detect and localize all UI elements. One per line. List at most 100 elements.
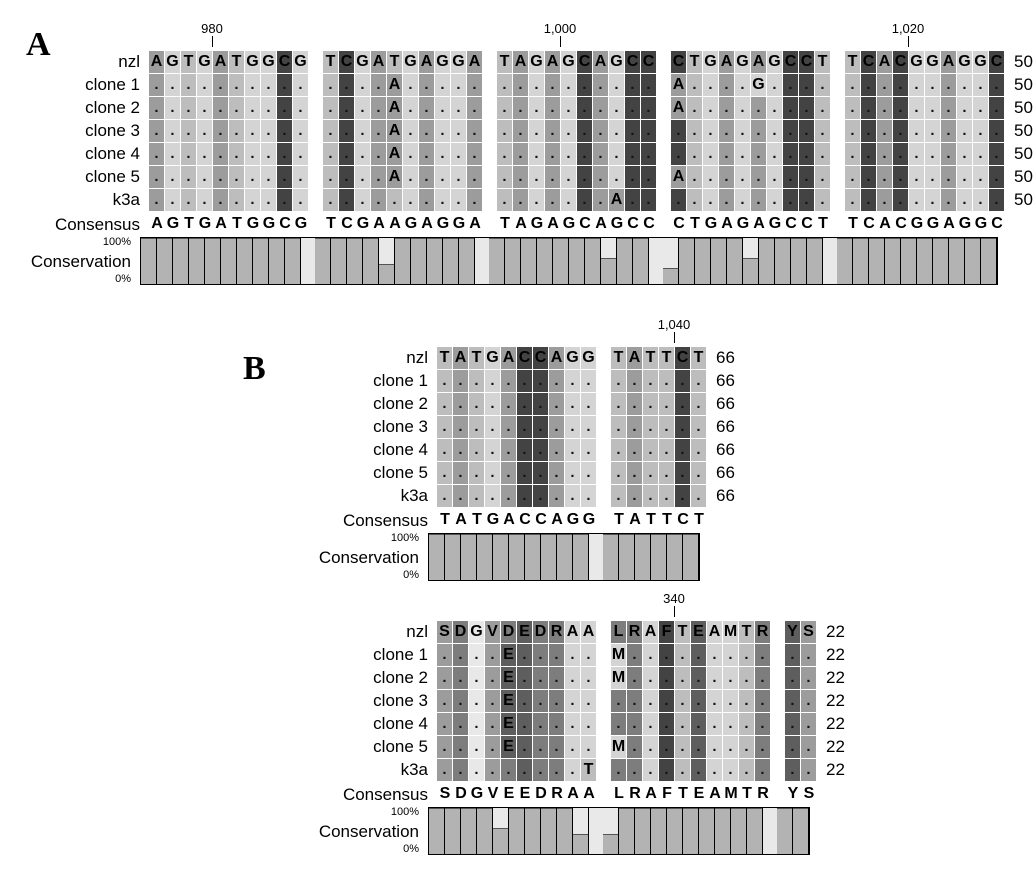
sequence-block: M......... [611, 666, 771, 689]
sequence-block: .......... [149, 188, 309, 211]
residue-cell-identical: . [229, 96, 245, 119]
conservation-column [603, 534, 619, 580]
residue-cell-identical: . [973, 165, 989, 188]
row-position-count: 50 [1014, 190, 1033, 209]
residue-cell-identical: . [261, 188, 277, 211]
sequence-block: ....A..... [323, 96, 483, 119]
conservation-bar [651, 808, 666, 854]
residue-cell-identical: . [371, 188, 387, 211]
residue-cell-identical: . [453, 461, 469, 484]
conservation-column [157, 238, 173, 284]
residue-cell-reference: F [659, 620, 675, 643]
residue-cell-identical: . [277, 73, 293, 96]
residue-cell-identical: . [277, 119, 293, 142]
consensus-residue: V [487, 785, 499, 802]
residue-cell-identical: . [659, 643, 675, 666]
residue-cell-identical: . [687, 73, 703, 96]
consensus-residue: C [677, 511, 689, 528]
residue-cell-identical: . [323, 73, 339, 96]
residue-cell-identical: . [517, 392, 533, 415]
residue-cell-identical: . [323, 119, 339, 142]
residue-cell-variant: A [671, 165, 687, 188]
conservation-column [541, 534, 557, 580]
conservation-column [601, 238, 617, 284]
consensus-residue: G [562, 215, 576, 232]
residue-cell-identical: . [165, 96, 181, 119]
conservation-bar [173, 238, 188, 284]
conservation-spacer [823, 238, 837, 284]
residue-cell-identical: . [703, 165, 719, 188]
conservation-column [683, 534, 699, 580]
residue-cell-identical: . [611, 484, 627, 507]
consensus-residue: T [818, 215, 828, 232]
residue-cell-reference: A [501, 346, 517, 369]
row-label-clone-2: clone 2 [85, 98, 140, 117]
position-ruler: 340 [312, 592, 845, 620]
row-label-k3a: k3a [400, 486, 428, 505]
conservation-label: Conservation [318, 821, 419, 841]
conservation-column [285, 238, 301, 284]
residue-cell-reference: C [893, 50, 909, 73]
residue-cell-identical: . [687, 96, 703, 119]
residue-cell-identical: . [767, 96, 783, 119]
residue-cell-identical: . [641, 188, 657, 211]
residue-cell-identical: . [723, 643, 739, 666]
conservation-bar [949, 238, 964, 284]
conservation-column [635, 534, 651, 580]
residue-cell-reference: C [339, 50, 355, 73]
conservation-block [315, 238, 475, 284]
residue-cell-identical: . [581, 666, 597, 689]
conservation-bar [619, 534, 634, 580]
ruler-tick-label: 1,020 [891, 21, 925, 36]
row-position-count: 66 [716, 371, 735, 390]
residue-cell-identical: . [339, 73, 355, 96]
conservation-column [269, 238, 285, 284]
conservation-column [493, 808, 509, 854]
residue-cell-identical: . [687, 188, 703, 211]
conservation-bar [395, 238, 410, 284]
residue-cell-identical: . [659, 438, 675, 461]
row-label-clone-3: clone 3 [373, 691, 428, 710]
residue-cell-identical: . [403, 96, 419, 119]
residue-cell-identical: . [437, 484, 453, 507]
ruler-tick-label: 1,000 [543, 21, 577, 36]
residue-cell-identical: . [861, 119, 877, 142]
conservation-column [205, 238, 221, 284]
residue-cell-identical: . [643, 758, 659, 781]
sequence-block: ....E..... [437, 666, 597, 689]
residue-cell-identical: . [783, 165, 799, 188]
conservation-bar [477, 808, 492, 854]
residue-cell-identical: . [845, 96, 861, 119]
residue-cell-identical: . [751, 119, 767, 142]
residue-cell-identical: . [719, 73, 735, 96]
conservation-column [933, 238, 949, 284]
conservation-bar [791, 238, 806, 284]
residue-cell-reference: C [799, 50, 815, 73]
conservation-column [445, 808, 461, 854]
sequence-block: .......... [611, 689, 771, 712]
conservation-column [489, 238, 505, 284]
residue-cell-identical: . [419, 73, 435, 96]
conservation-column [711, 238, 727, 284]
conservation-column [853, 238, 869, 284]
residue-cell-identical: . [783, 142, 799, 165]
consensus-residue: A [151, 215, 163, 232]
residue-cell-identical: . [181, 188, 197, 211]
residue-cell-identical: . [245, 165, 261, 188]
consensus-residue: T [500, 215, 510, 232]
residue-cell-identical: . [659, 369, 675, 392]
residue-cell-variant: M [611, 735, 627, 758]
residue-cell-identical: . [467, 96, 483, 119]
sequence-block: .......A.. [497, 188, 657, 211]
consensus-residue: A [721, 215, 733, 232]
residue-cell-identical: . [815, 96, 831, 119]
ruler-tick-mark [673, 332, 675, 343]
residue-cell-reference: D [453, 620, 469, 643]
conservation-bar [981, 238, 996, 284]
consensus-residue: C [341, 215, 353, 232]
residue-cell-identical: . [735, 142, 751, 165]
residue-cell-identical: . [581, 392, 597, 415]
